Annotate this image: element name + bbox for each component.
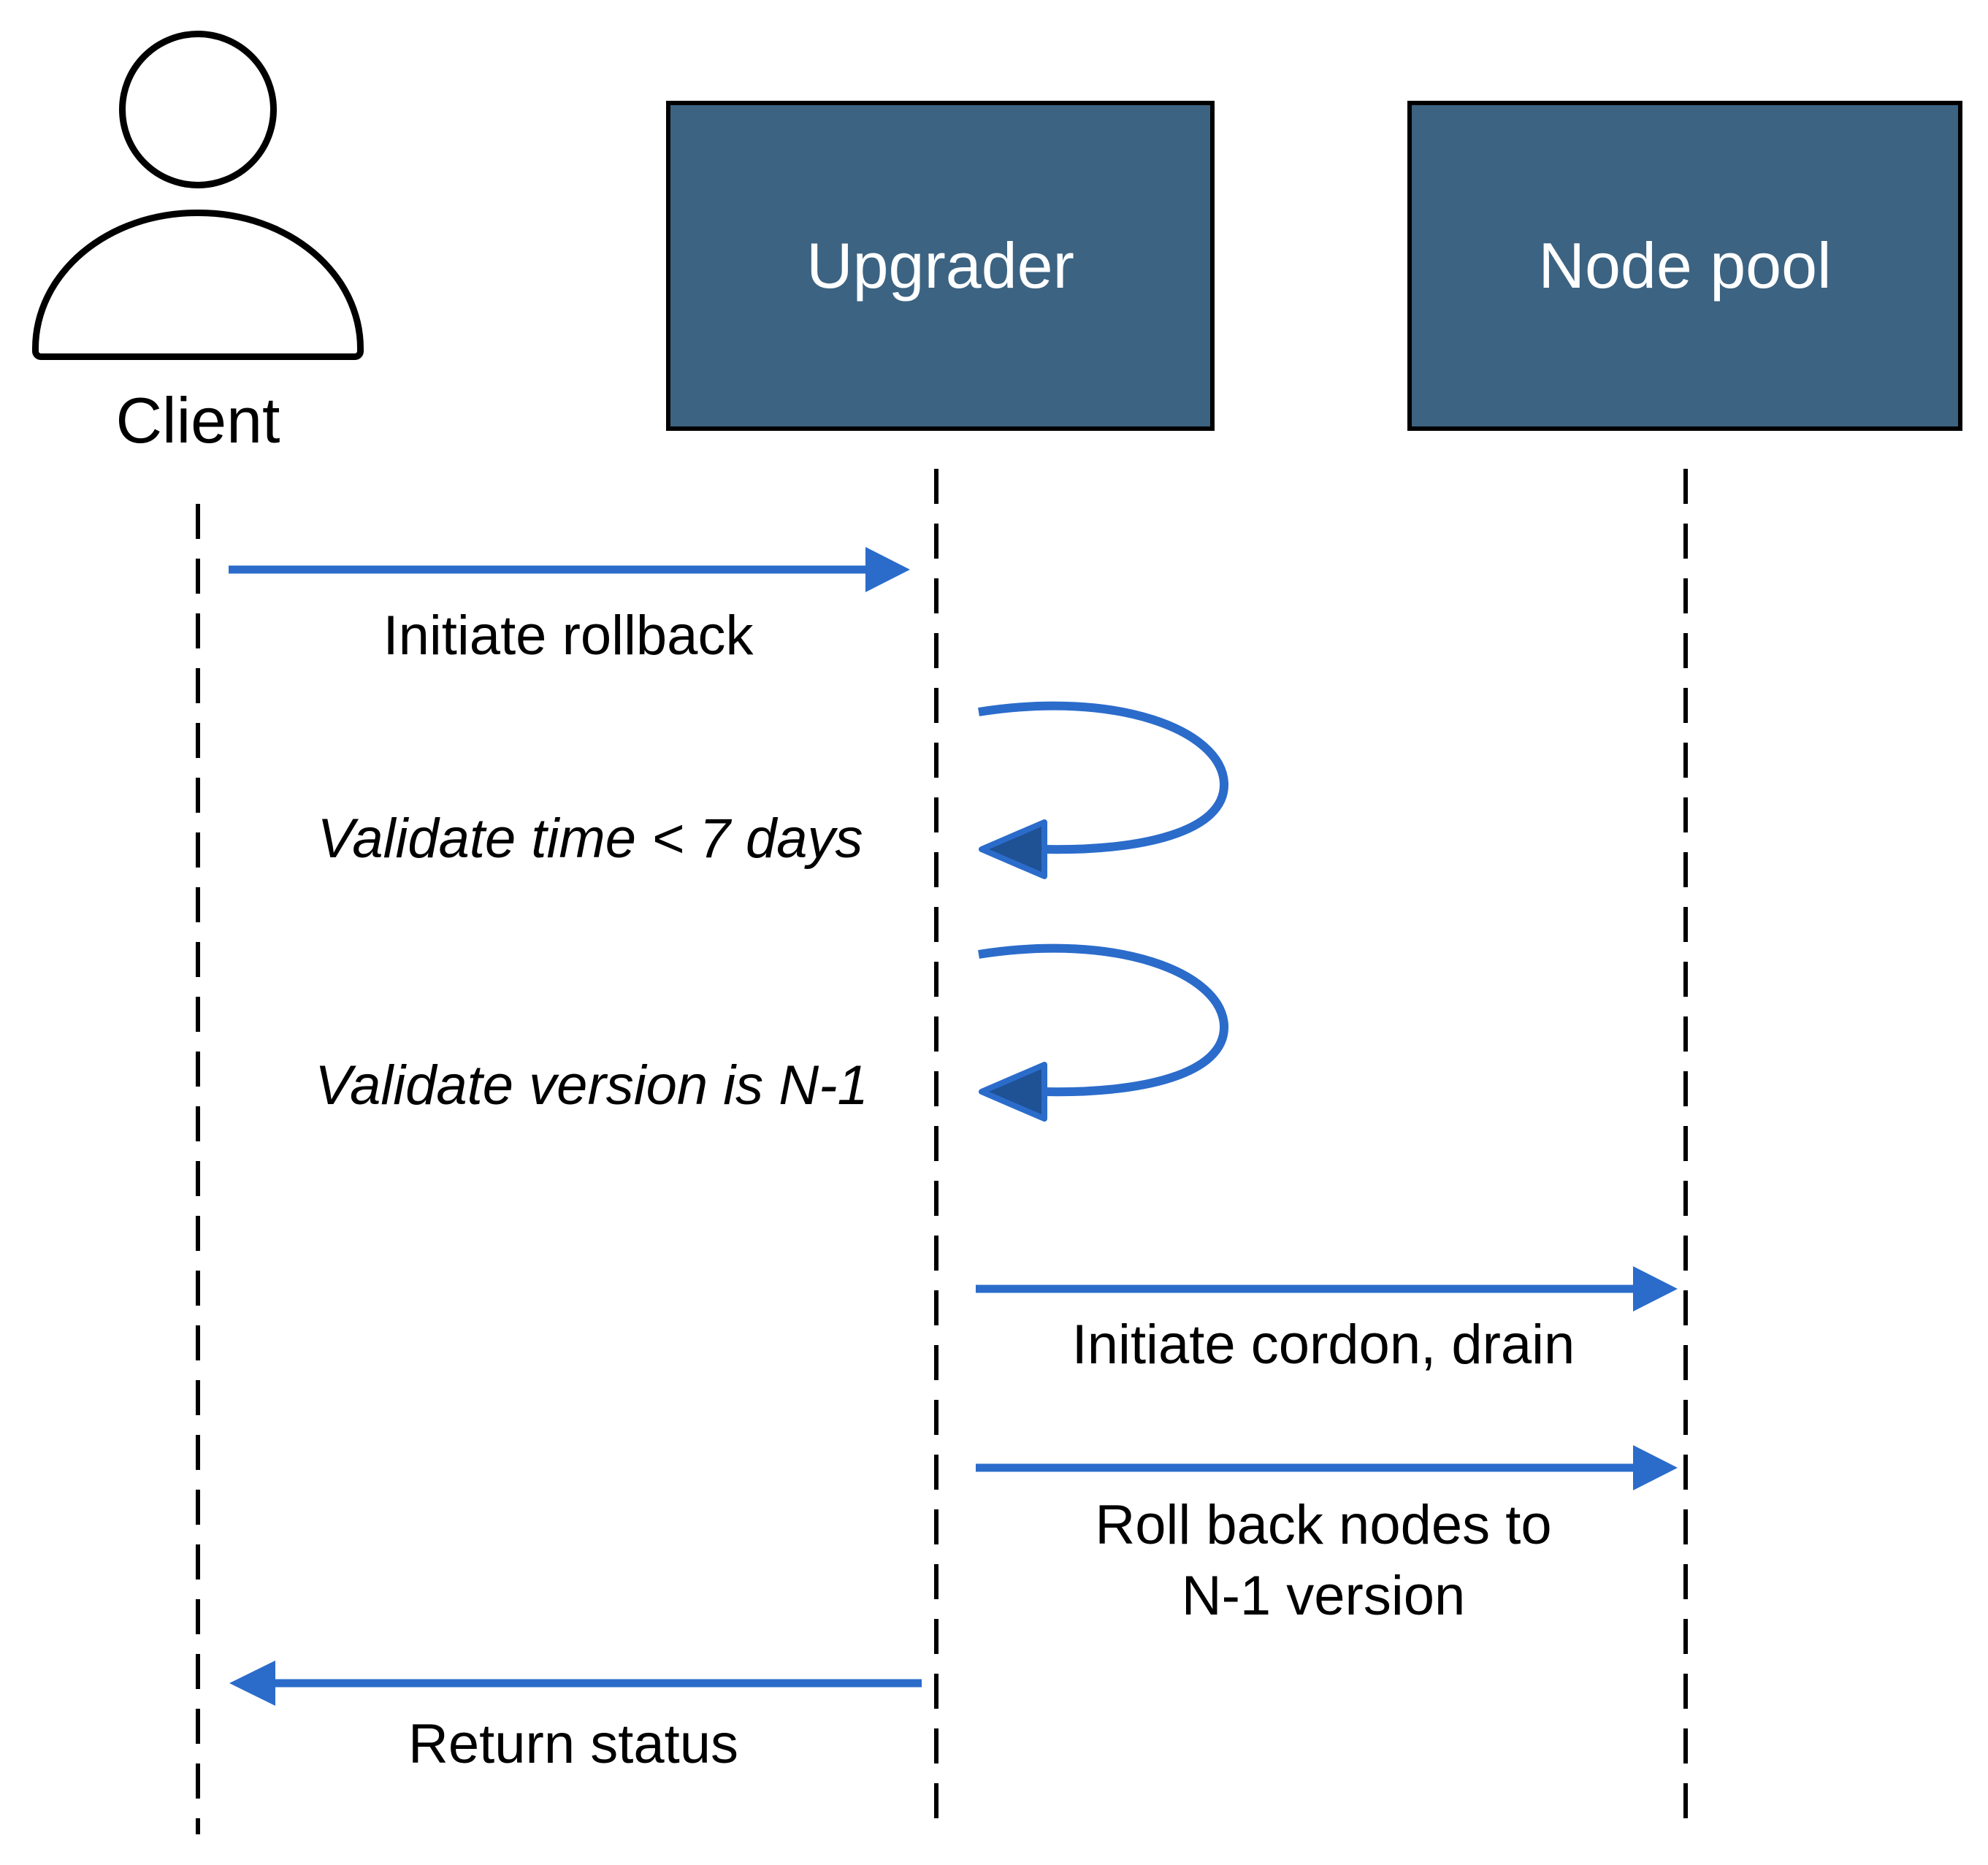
participant-upgrader: Upgrader: [666, 101, 1215, 431]
message-label-roll-back-nodes-line1: Roll back nodes to: [1095, 1494, 1552, 1556]
message-label-roll-back-nodes-line2: N-1 version: [1181, 1565, 1466, 1628]
participant-nodepool: Node pool: [1407, 101, 1962, 431]
self-loop-validate-version: [978, 943, 1229, 1122]
actor-client-label: Client: [115, 384, 280, 456]
arrow-return-status: [229, 1661, 922, 1706]
message-label-initiate-rollback: Initiate rollback: [383, 605, 754, 667]
person-icon-head: [119, 31, 277, 188]
arrow-initiate-rollback: [229, 547, 910, 592]
arrow-roll-back-nodes: [976, 1445, 1678, 1490]
message-label-validate-version: Validate version is N-1: [315, 1054, 868, 1117]
message-label-roll-back-nodes: Roll back nodes to N-1 version: [958, 1490, 1689, 1632]
self-loop-validate-time: [978, 701, 1229, 879]
message-label-return-status: Return status: [408, 1713, 738, 1775]
message-label-validate-time: Validate time < 7 days: [317, 808, 863, 870]
participant-nodepool-label: Node pool: [1538, 229, 1832, 302]
arrow-initiate-cordon-drain: [976, 1266, 1678, 1311]
message-label-initiate-cordon-drain: Initiate cordon, drain: [1071, 1314, 1575, 1376]
participant-upgrader-label: Upgrader: [806, 229, 1074, 302]
